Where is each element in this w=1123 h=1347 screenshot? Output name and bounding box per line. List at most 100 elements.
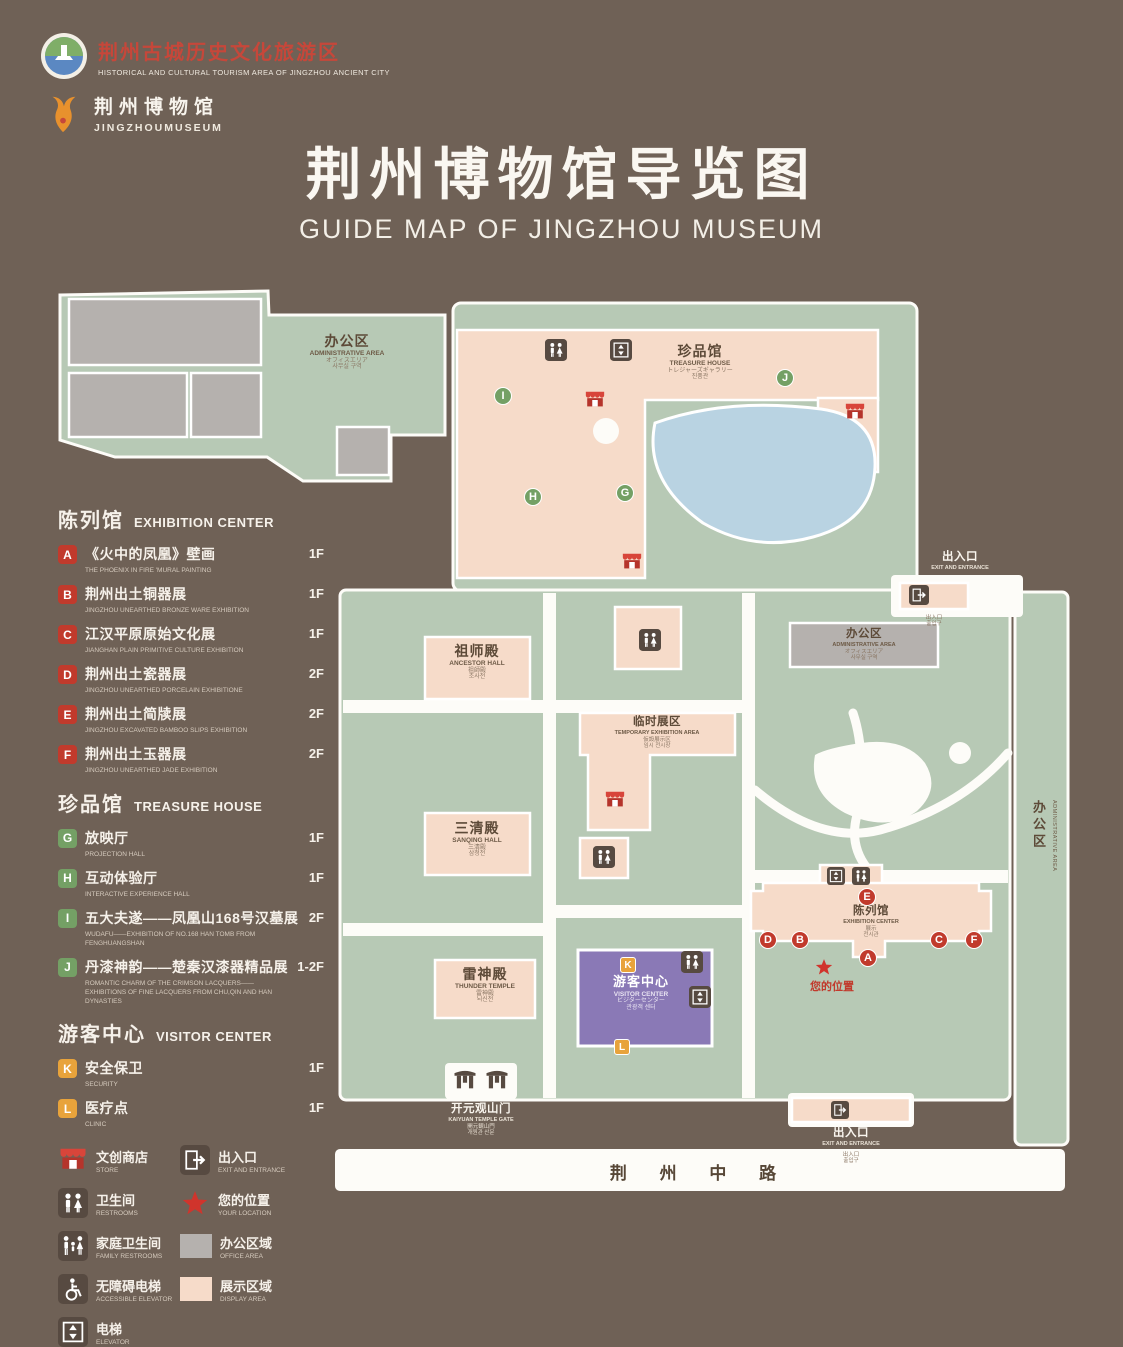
symbol-en: STORE (96, 1166, 119, 1174)
en-label: EXIT AND ENTRANCE (931, 565, 989, 572)
section-title-en: VISITOR CENTER (156, 1029, 272, 1045)
office-area-swatch (180, 1234, 212, 1259)
section-title-cn: 珍品馆 (58, 793, 124, 816)
cn-label: 陈列馆 (853, 905, 889, 917)
item-cn: 五大夫遂——凤凰山168号汉墓展 (85, 909, 299, 926)
marker-key: C (58, 625, 77, 645)
legend-section-treasure-house: 珍品馆 TREASURE HOUSE (58, 788, 324, 817)
sub-label: 出入口 (842, 1152, 860, 1158)
item-cn: 丹漆神韵——楚秦汉漆器精品展 (85, 958, 288, 975)
tourism-area-name-cn: 荆州古城历史文化旅游区 (98, 41, 340, 64)
item-en: ROMANTIC CHARM OF THE CRIMSON LACQUERS——… (85, 979, 273, 1006)
marker-key: J (58, 957, 77, 977)
display-area-swatch (180, 1277, 212, 1302)
page-subtitle: GUIDE MAP OF JINGZHOU MUSEUM (298, 214, 825, 244)
cn-label: 办公区 (324, 333, 370, 349)
museum-name-en: JINGZHOUMUSEUM (94, 122, 223, 134)
symbol-en: FAMILY RESTROOMS (96, 1252, 163, 1260)
label-temporary-exhibition-area: 临时展区 TEMPORARY EXHIBITION AREA 仮設展示区 임시 … (615, 716, 700, 749)
map-marker-K: K (620, 957, 636, 973)
item-floor: 1F (308, 829, 324, 845)
legend-item-J: J 丹漆神韵——楚秦汉漆器精品展 ROMANTIC CHARM OF THE CR… (58, 957, 324, 1006)
en-label: ADMINISTRATIVE AREA (832, 642, 896, 649)
map-base-graphics (58, 289, 1070, 1191)
map-marker-F: F (965, 931, 983, 949)
restroom-icon (639, 629, 661, 651)
marker-key: K (58, 1059, 77, 1079)
item-floor: 1F (308, 869, 324, 885)
en-label: THUNDER TEMPLE (455, 983, 515, 991)
cn-label: 三清殿 (454, 820, 500, 836)
marker-key: I (58, 908, 77, 928)
item-en: PROJECTION HALL (85, 850, 145, 858)
map-marker-H: H (524, 488, 542, 506)
museum-logo: 荆州博物馆 JINGZHOUMUSEUM (42, 92, 223, 134)
sub-label: 관광객 센터 (626, 1005, 656, 1012)
label-admin-area-strip: 办公区 ADMINISTRATIVE AREA (1029, 800, 1101, 871)
symbol-en: YOUR LOCATION (218, 1209, 272, 1217)
item-cn: 荆州出土简牍展 (85, 706, 187, 723)
marker-key: A (58, 545, 77, 564)
symbol-cn: 卫生间 (96, 1192, 136, 1208)
sub-label: 사무실 구역 (332, 364, 362, 371)
museum-map: 办公区 ADMINISTRATIVE AREA オフィスエリア 사무실 구역 珍… (55, 285, 1070, 1215)
map-marker-C: C (930, 931, 948, 949)
item-floor: 1F (308, 546, 324, 561)
item-en: JINGZHOU UNEARTHED BRONZE WARE EXHIBITIO… (85, 607, 249, 615)
store-icon (605, 791, 625, 807)
restroom-icon (852, 867, 870, 885)
tourism-area-logo: 荆州古城历史文化旅游区 HISTORICAL AND CULTURAL TOUR… (40, 32, 390, 80)
item-floor: 1F (308, 1060, 324, 1076)
sub-label: ビジターセンター (617, 998, 665, 1005)
item-floor: 2F (308, 666, 324, 682)
sub-label: 仮設展示区 (643, 736, 671, 743)
symbol-cn: 文创商店 (96, 1149, 149, 1165)
label-exit-south-sub: 出入口 출입구 (843, 1152, 860, 1165)
sub-label: 조사전 (468, 674, 486, 681)
map-marker-G: G (616, 484, 634, 502)
section-title-en: EXHIBITION CENTER (134, 515, 274, 530)
sub-label: 사무실 구역 (850, 654, 878, 661)
tourism-area-name-en: HISTORICAL AND CULTURAL TOURISM AREA OF … (98, 67, 390, 77)
sub-label: 뇌신전 (476, 997, 494, 1004)
item-floor: 1-2F (297, 958, 324, 974)
museum-deer-logo-icon (52, 96, 76, 133)
item-en: INTERACTIVE EXPERIENCE HALL (85, 890, 190, 898)
map-marker-I: I (494, 387, 512, 405)
cn-label: 办公区 (846, 628, 882, 640)
symbol-cn: 无障碍电梯 (96, 1278, 162, 1294)
item-cn: 安全保卫 (85, 1060, 143, 1077)
cn-label: 您的位置 (810, 981, 854, 993)
guide-map-poster: 荆州古城历史文化旅游区 HISTORICAL AND CULTURAL TOUR… (40, 32, 1070, 1347)
item-en: THE PHOENIX IN FIRE 'MURAL PAINTING (85, 567, 212, 574)
store-icon (585, 391, 605, 407)
label-kaiyuan-temple-gate: 开元观山门 KAIYUAN TEMPLE GATE 開元観山門 개원관 산문 (448, 1103, 513, 1136)
item-cn: 《火中的凤凰》壁画 (85, 546, 216, 562)
en-label: SANQING HALL (452, 837, 502, 845)
label-jingzhou-middle-road: 荆 州 中 路 (609, 1164, 791, 1183)
family-restroom-icon (58, 1231, 88, 1262)
legend-section-visitor-center: 游客中心 VISITOR CENTER (58, 1018, 324, 1047)
symbol-cn: 展示区域 (220, 1278, 273, 1294)
en-label: VISITOR CENTER (613, 990, 669, 998)
label-exit-south: 出入口 EXIT AND ENTRANCE (822, 1127, 880, 1148)
item-cn: 荆州出土铜器展 (85, 586, 187, 603)
store-icon (622, 553, 642, 569)
symbol-cn: 出入口 (218, 1149, 258, 1165)
sub-label: 전시관 (863, 931, 879, 938)
sub-label: オフィスエリア (326, 357, 368, 364)
item-en: JINGZHOU EXCAVATED BAMBOO SLIPS EXHIBITI… (85, 727, 248, 735)
elevator-icon (827, 867, 845, 885)
cn-label: 临时展区 (633, 716, 681, 728)
restroom-icon (681, 951, 703, 973)
label-admin-area-nw: 办公区 ADMINISTRATIVE AREA オフィスエリア 사무실 구역 (310, 333, 385, 371)
cn-label: 办公区 (1031, 800, 1046, 851)
label-treasure-house: 珍品馆 TREASURE HOUSE トレジャーズギャラリー 진품관 (667, 343, 732, 381)
